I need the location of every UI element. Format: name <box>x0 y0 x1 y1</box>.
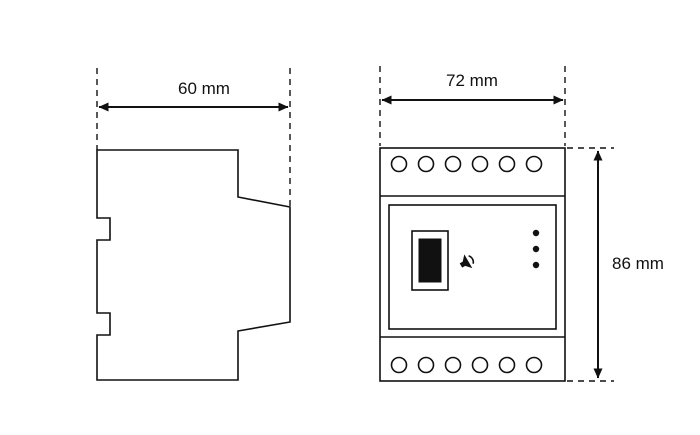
terminal-screw-icon <box>525 356 543 374</box>
terminal-screw-icon <box>390 356 408 374</box>
dimension-label-60mm: 60 mm <box>178 79 230 98</box>
display-window-icon <box>411 230 449 291</box>
terminal-screw-icon <box>390 155 408 173</box>
terminal-screw-icon <box>444 155 462 173</box>
dimension-label-72mm: 72 mm <box>446 71 498 90</box>
speaker-icon <box>459 254 475 269</box>
indicator-dot <box>532 245 540 253</box>
terminal-screw-icon <box>471 356 489 374</box>
indicator-dot <box>532 261 540 269</box>
terminal-row-top <box>390 155 543 173</box>
indicator-dot <box>532 229 540 237</box>
display-screen <box>418 238 442 283</box>
terminal-screw-icon <box>525 155 543 173</box>
terminal-screw-icon <box>498 356 516 374</box>
dimension-label-86mm: 86 mm <box>612 254 664 273</box>
terminal-screw-icon <box>444 356 462 374</box>
module-body-outline <box>379 147 566 382</box>
indicator-dots <box>532 229 540 269</box>
terminal-row-bottom <box>390 356 543 374</box>
terminal-screw-icon <box>417 356 435 374</box>
front-panel-outline <box>388 204 557 330</box>
side-profile-outline <box>96 149 291 381</box>
side-view: 60 mm <box>96 68 291 381</box>
terminal-screw-icon <box>471 155 489 173</box>
front-view: 72 mm 86 mm <box>379 66 664 382</box>
terminal-screw-icon <box>417 155 435 173</box>
terminal-screw-icon <box>498 155 516 173</box>
